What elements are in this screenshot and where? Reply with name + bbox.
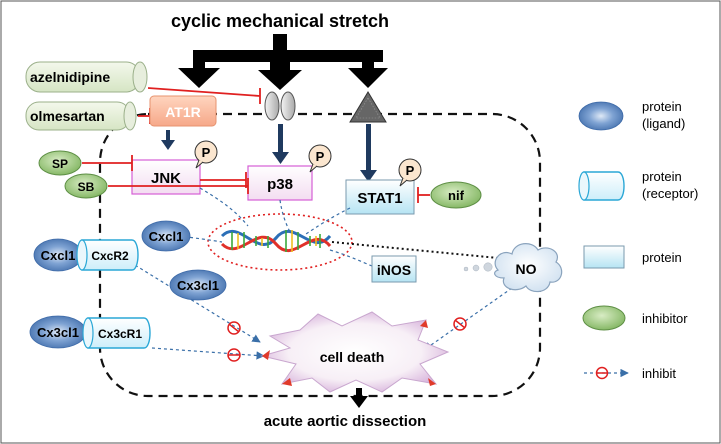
- svg-text:inhibit: inhibit: [642, 366, 676, 381]
- triangle-sensor-icon: [349, 91, 387, 123]
- title: cyclic mechanical stretch: [171, 11, 389, 31]
- p38-label: p38: [267, 176, 293, 193]
- cxcr2-receptor: CxcR2: [76, 239, 139, 271]
- svg-text:P: P: [202, 145, 211, 160]
- nif-inhibitor: nif: [430, 181, 482, 209]
- svg-text:protein: protein: [642, 250, 682, 265]
- azelnidipine-label: azelnidipine: [30, 69, 110, 85]
- legend: protein (ligand) protein (receptor) prot…: [578, 99, 698, 381]
- svg-text:P: P: [406, 163, 415, 178]
- outcome-label: acute aortic dissection: [264, 413, 427, 430]
- cxcr2-label: CxcR2: [91, 249, 129, 263]
- legend-ligand-icon: [578, 101, 624, 131]
- svg-text:protein: protein: [642, 99, 682, 114]
- azelnidipine-drug: azelnidipine: [25, 61, 148, 93]
- svg-text:Cx3cl1: Cx3cl1: [177, 278, 219, 293]
- svg-text:(receptor): (receptor): [642, 186, 698, 201]
- inos-protein: iNOS: [371, 255, 417, 283]
- svg-text:Cxcl1: Cxcl1: [41, 248, 76, 263]
- p38-phospho-badge: P: [308, 144, 332, 173]
- svg-text:inhibitor: inhibitor: [642, 311, 688, 326]
- no-release-dots: [463, 262, 493, 272]
- cx3cl1-inside-ligand: Cx3cl1: [169, 269, 227, 301]
- stat1-label: STAT1: [357, 190, 402, 207]
- nucleus-region: [207, 213, 353, 271]
- dashed-connections: [129, 187, 513, 360]
- olmesartan-drug: olmesartan: [25, 101, 137, 131]
- svg-text:(ligand): (ligand): [642, 116, 685, 131]
- at1r-label: AT1R: [165, 104, 201, 120]
- signal-arrows: [161, 124, 377, 182]
- no-cloud: NO: [494, 243, 563, 293]
- outcome-arrow: [350, 388, 368, 408]
- ion-channel-icon: [264, 91, 296, 121]
- stat1-kinase: STAT1: [345, 179, 415, 215]
- svg-text:nif: nif: [448, 188, 465, 203]
- at1r-receptor: AT1R: [149, 95, 217, 127]
- jnk-kinase: JNK: [131, 159, 201, 195]
- stretch-arrows: [178, 34, 388, 90]
- cell-death-burst: cell death: [260, 311, 450, 393]
- inos-label: iNOS: [377, 262, 411, 278]
- jnk-label: JNK: [151, 170, 181, 187]
- sb-inhibitor: SB: [64, 173, 108, 199]
- legend-protein-icon: [583, 245, 625, 269]
- svg-text:SB: SB: [78, 180, 95, 194]
- stat1-phospho-badge: P: [398, 158, 422, 187]
- legend-inhibit-icon: [584, 366, 629, 380]
- svg-text:Cx3cl1: Cx3cl1: [37, 325, 79, 340]
- cx3cl1-outside-ligand: Cx3cl1: [29, 315, 87, 349]
- legend-receptor-icon: [578, 171, 625, 201]
- cxcl1-inside-ligand: Cxcl1: [141, 220, 191, 252]
- svg-text:P: P: [316, 149, 325, 164]
- olmesartan-label: olmesartan: [30, 108, 105, 124]
- inhibit-circles: [227, 317, 467, 362]
- cxcl1-outside-ligand: Cxcl1: [33, 238, 83, 272]
- inhibitor-lines: [82, 155, 430, 203]
- svg-text:Cxcl1: Cxcl1: [149, 229, 184, 244]
- dna-helix-icon: [220, 229, 332, 252]
- legend-inhibitor-icon: [582, 305, 626, 331]
- p38-kinase: p38: [247, 165, 313, 201]
- cx3cr1-receptor: Cx3cR1: [82, 317, 151, 349]
- svg-text:SP: SP: [52, 157, 68, 171]
- jnk-phospho-badge: P: [194, 140, 218, 169]
- no-label: NO: [516, 261, 537, 277]
- cell-death-label: cell death: [320, 349, 385, 365]
- svg-text:protein: protein: [642, 169, 682, 184]
- sp-inhibitor: SP: [38, 150, 82, 176]
- cx3cr1-label: Cx3cR1: [98, 327, 142, 341]
